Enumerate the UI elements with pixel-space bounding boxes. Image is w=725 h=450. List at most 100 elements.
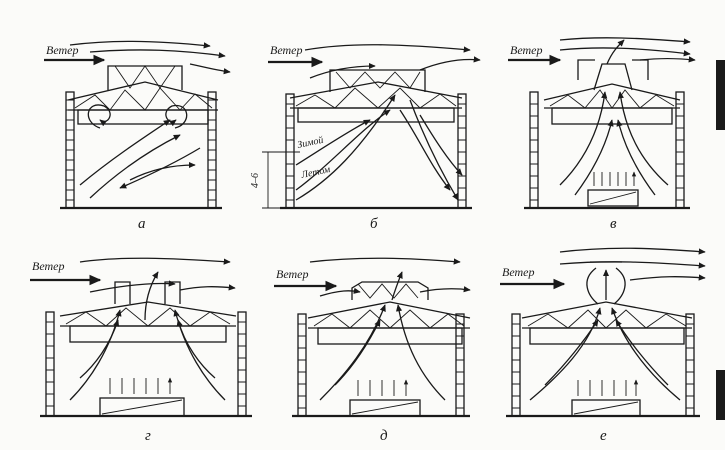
airflow-line <box>559 37 691 45</box>
heat-source-hatch <box>573 401 639 415</box>
airflow-line <box>559 247 706 255</box>
roof-lantern <box>586 267 626 305</box>
airflow-line <box>559 47 691 57</box>
heat-plume <box>593 172 634 186</box>
column-left <box>529 91 539 209</box>
crane-beam <box>69 325 227 343</box>
panel-caption: е <box>600 428 607 444</box>
airflow-line <box>629 274 706 281</box>
exhaust-shaft <box>114 281 131 304</box>
panel-e: Ветер д <box>274 257 471 444</box>
airflow-line <box>179 284 236 291</box>
airflow-line <box>129 161 196 181</box>
roof-truss <box>307 301 471 319</box>
heat-source <box>587 189 639 207</box>
deflector <box>577 59 595 80</box>
airflow-line <box>79 119 171 186</box>
heat-source-hatch <box>351 401 419 415</box>
column-hatch <box>238 321 246 407</box>
airflow-line <box>79 257 231 265</box>
heat-source <box>349 399 421 417</box>
deflector <box>632 59 649 80</box>
airflow-line <box>391 271 403 301</box>
airflow-line <box>409 99 459 201</box>
panel-b: Ветер 4–6 Зимой Летом б <box>250 43 481 232</box>
column-hatch <box>512 323 520 409</box>
airflow-line <box>396 304 446 401</box>
scan-edge-mark <box>716 60 725 130</box>
panel-a: Ветер а <box>44 40 231 232</box>
airflow-line <box>119 147 201 189</box>
airflow-line <box>319 287 361 297</box>
crane-beam <box>529 327 685 345</box>
airflow-line <box>173 309 226 401</box>
winter-label: Зимой <box>296 135 324 151</box>
heat-source-hatch <box>101 399 183 415</box>
airflow-line <box>319 304 386 401</box>
wind-label: Ветер <box>32 259 65 273</box>
scan-edge-mark <box>716 370 725 420</box>
column-right <box>685 313 695 417</box>
airflow-line <box>615 319 669 386</box>
roof-lantern <box>107 65 183 90</box>
vortex <box>87 104 111 129</box>
airflow-line <box>529 307 602 401</box>
airflow-line <box>611 307 681 401</box>
airflow-line <box>295 109 391 191</box>
airflow-line <box>89 280 176 293</box>
column-hatch <box>530 103 538 201</box>
heat-source <box>99 397 185 417</box>
exhaust-shaft <box>164 281 181 304</box>
airflow-line <box>304 44 471 53</box>
crane-beam <box>317 327 463 345</box>
panel-c: Ветер в <box>508 37 696 232</box>
column-hatch <box>456 323 464 409</box>
lantern-truss <box>335 71 421 89</box>
wind-label: Ветер <box>510 43 543 57</box>
airflow-line <box>176 319 216 379</box>
roof-lantern <box>593 63 633 91</box>
airflow-line <box>559 91 608 186</box>
column-left <box>511 313 521 417</box>
column-right <box>675 91 685 209</box>
height-label: 4–6 <box>250 173 261 188</box>
column-right <box>237 311 247 417</box>
heat-plume <box>577 380 636 396</box>
column-right <box>455 313 465 417</box>
column-hatch <box>298 323 306 409</box>
panel-caption: в <box>610 216 617 232</box>
truss-web <box>295 87 457 109</box>
roof-lantern <box>329 69 426 92</box>
airflow-line <box>334 319 381 386</box>
wind-label: Ветер <box>46 43 79 57</box>
roof-truss <box>59 301 237 317</box>
wind-label: Ветер <box>270 43 303 57</box>
column-hatch <box>66 99 74 201</box>
column-hatch <box>676 103 684 201</box>
airflow-line <box>189 63 231 75</box>
airflow-line <box>419 56 481 71</box>
panel-d: Ветер г <box>30 257 252 444</box>
airflow-line <box>79 319 120 379</box>
airflow-line <box>419 286 471 293</box>
airflow-line <box>544 319 599 386</box>
panel-caption: д <box>380 428 388 444</box>
roof-truss <box>289 81 463 99</box>
roof-lantern <box>351 281 429 300</box>
column-left <box>285 93 295 209</box>
truss-web <box>549 89 675 109</box>
airflow-line <box>144 271 159 321</box>
airflow-line <box>295 119 371 166</box>
panel-caption: б <box>370 216 378 232</box>
column-hatch <box>46 321 54 407</box>
airflow-line <box>574 119 614 196</box>
roof-truss <box>521 301 693 319</box>
airflow-line <box>309 62 376 79</box>
column-right <box>457 93 467 209</box>
airflow-line <box>606 39 625 65</box>
truss-web <box>74 87 213 111</box>
wind-label: Ветер <box>502 265 535 279</box>
column-left <box>45 311 55 417</box>
column-left <box>297 313 307 417</box>
